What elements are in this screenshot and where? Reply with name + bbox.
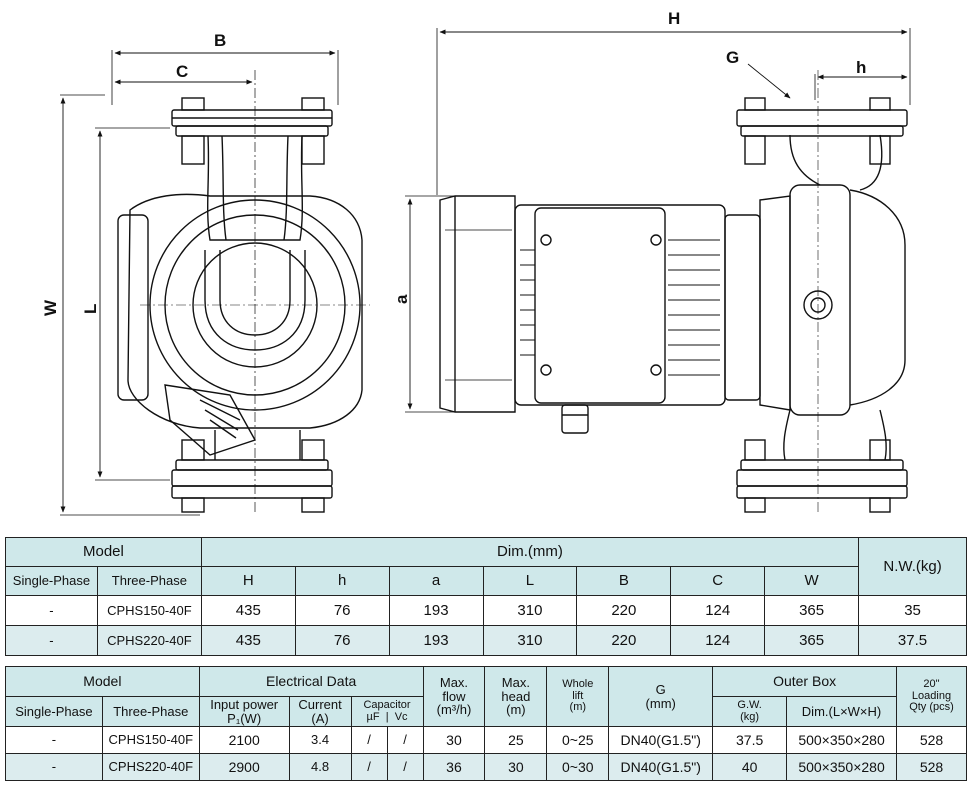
label-G: G (726, 48, 739, 67)
table-row: - CPHS150-40F 2100 3.4 / / 30 25 0~25 DN… (5, 726, 967, 754)
cell: 30 (484, 753, 548, 781)
col-C: C (670, 566, 766, 596)
col-B: B (576, 566, 672, 596)
table-row: - CPHS220-40F 435 76 193 310 220 124 365… (5, 625, 967, 656)
cell: 124 (670, 595, 766, 626)
label-B: B (214, 31, 226, 50)
cell: 37.5 (712, 726, 788, 754)
single-phase-header: Single-Phase (5, 566, 98, 596)
lift-header: Whole lift (m) (546, 666, 610, 727)
col-H: H (200, 566, 296, 596)
current-header: Current (A) (288, 696, 352, 727)
cell: DN40(G1.5") (608, 726, 714, 754)
cell: 365 (764, 625, 860, 656)
cell: 3.4 (288, 726, 352, 754)
head-header: Max. head (m) (484, 666, 548, 727)
box-dim-header: Dim.(L×W×H) (786, 696, 897, 727)
col-W: W (764, 566, 860, 596)
table-header-row: Model Dim.(mm) N.W.(kg) (5, 537, 967, 596)
cell: - (5, 625, 98, 656)
label-H: H (668, 9, 680, 28)
cell: 310 (482, 595, 578, 626)
cell: 500×350×280 (786, 726, 897, 754)
cell: DN40(G1.5") (608, 753, 714, 781)
table-subheader-row: Single-Phase Three-Phase H h a L B C W (5, 566, 967, 596)
single-phase-header: Single-Phase (5, 696, 103, 727)
cell: 37.5 (858, 625, 967, 656)
col-h: h (294, 566, 390, 596)
label-a: a (392, 294, 411, 304)
cell: 2100 (198, 726, 290, 754)
three-phase-header: Three-Phase (101, 696, 200, 727)
g-header: G (mm) (608, 666, 714, 727)
cell: / (350, 753, 388, 781)
cell: 40 (712, 753, 788, 781)
label-h: h (856, 58, 866, 77)
cell: 4.8 (288, 753, 352, 781)
cell: 76 (294, 595, 390, 626)
nw-header: N.W.(kg) (858, 537, 967, 596)
cell: 528 (896, 753, 967, 781)
table-row: - CPHS220-40F 2900 4.8 / / 36 30 0~30 DN… (5, 753, 967, 781)
electrical-header: Electrical Data (198, 666, 424, 697)
label-C: C (176, 62, 188, 81)
model-header: Model (5, 666, 200, 697)
cell: 310 (482, 625, 578, 656)
cell: 2900 (198, 753, 290, 781)
cell: 124 (670, 625, 766, 656)
dim-header: Dim.(mm) (200, 537, 860, 567)
cell: / (386, 726, 424, 754)
cell: CPHS150-40F (96, 595, 202, 626)
cell: 193 (388, 625, 484, 656)
cell: 76 (294, 625, 390, 656)
cell: 220 (576, 625, 672, 656)
cell: - (5, 726, 103, 754)
cell: CPHS150-40F (101, 726, 200, 754)
front-view (60, 50, 370, 516)
electrical-table: Model Electrical Data Max. flow (m³/h) M… (5, 666, 967, 781)
col-a: a (388, 566, 484, 596)
label-W: W (41, 299, 60, 316)
table-row: - CPHS150-40F 435 76 193 310 220 124 365… (5, 595, 967, 626)
loading-header: 20" Loading Qty (pcs) (896, 666, 967, 727)
model-header: Model (5, 537, 202, 567)
cell: 528 (896, 726, 967, 754)
cell: 500×350×280 (786, 753, 897, 781)
cell: 435 (200, 595, 296, 626)
cell: CPHS220-40F (101, 753, 200, 781)
cell: 35 (858, 595, 967, 626)
cell: - (5, 595, 98, 626)
cell: - (5, 753, 103, 781)
cell: 0~25 (546, 726, 610, 754)
power-header: Input power P₁(W) (198, 696, 290, 727)
gw-header: G.W. (kg) (712, 696, 788, 727)
col-L: L (482, 566, 578, 596)
cell: 36 (422, 753, 486, 781)
cell: / (386, 753, 424, 781)
three-phase-header: Three-Phase (96, 566, 202, 596)
cell: CPHS220-40F (96, 625, 202, 656)
cell: 365 (764, 595, 860, 626)
flow-header: Max. flow (m³/h) (422, 666, 486, 727)
cell: 25 (484, 726, 548, 754)
cell: 193 (388, 595, 484, 626)
capacitor-header: Capacitor µF | Vc (350, 696, 424, 727)
dimension-table: Model Dim.(mm) N.W.(kg) Single-Phase Thr… (5, 537, 967, 656)
side-view (405, 28, 911, 515)
pump-dimension-drawing: B C W L (41, 9, 911, 516)
cell: 220 (576, 595, 672, 626)
cell: / (350, 726, 388, 754)
cell: 435 (200, 625, 296, 656)
outer-box-header: Outer Box (712, 666, 897, 697)
cell: 0~30 (546, 753, 610, 781)
label-L: L (81, 304, 100, 314)
cell: 30 (422, 726, 486, 754)
